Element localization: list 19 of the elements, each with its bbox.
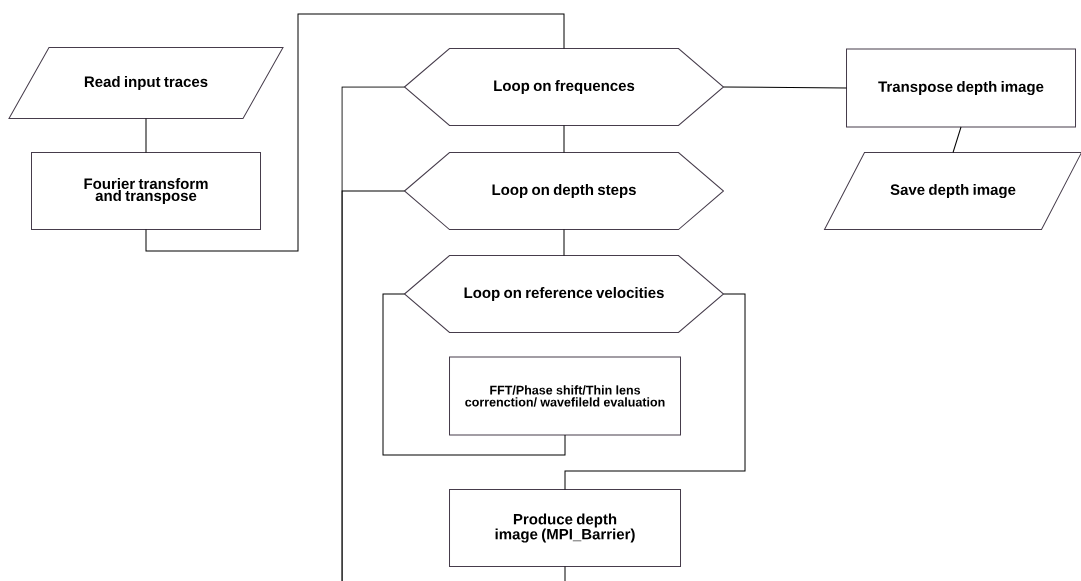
io-parallelogram: Read input traces	[8, 47, 284, 119]
connector-line	[952, 126, 962, 153]
connector-line	[145, 13, 565, 252]
process-box: FFT/Phase shift/Thin lens correnction/ wavefileld evaluation	[449, 356, 681, 436]
process-box: Produce depth image (MPI_Barrier)	[449, 489, 681, 567]
connector-line	[563, 229, 565, 256]
loop-hexagon: Loop on reference velocities	[404, 255, 724, 333]
connector-line	[145, 118, 147, 153]
connector-line	[341, 190, 405, 581]
io-parallelogram: Save depth image	[824, 152, 1081, 230]
process-box: Fourier transform and transpose	[31, 152, 261, 230]
loop-hexagon: Loop on frequences	[404, 48, 724, 126]
connector-line	[563, 125, 565, 153]
connector-line	[382, 293, 566, 456]
connector-line	[564, 293, 746, 490]
connector-line	[723, 86, 847, 89]
connector-line	[564, 566, 566, 581]
process-box: Transpose depth image	[846, 48, 1076, 128]
loop-hexagon: Loop on depth steps	[404, 152, 724, 230]
